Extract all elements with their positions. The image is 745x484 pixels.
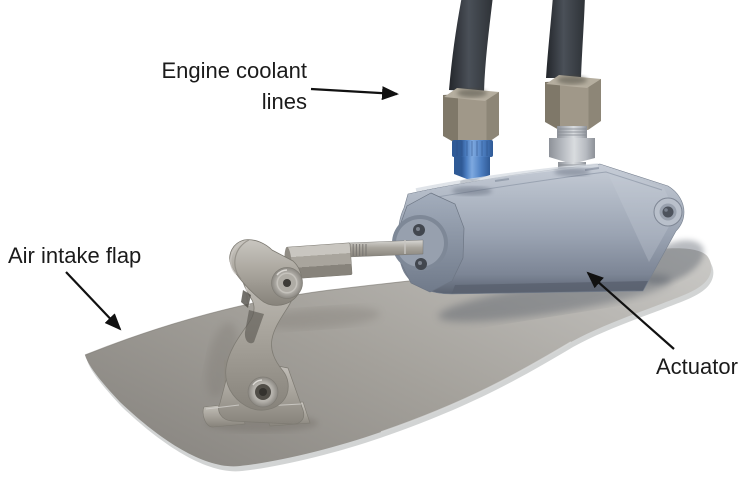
engine-coolant-lines-label: Engine coolant lines bbox=[137, 55, 307, 117]
clevis-pivot-washer bbox=[271, 267, 303, 299]
coolant-hose-left bbox=[449, 0, 493, 92]
arm-cutout bbox=[244, 310, 264, 344]
hex-fitting-right bbox=[545, 79, 601, 130]
actuator-end-face bbox=[392, 192, 465, 293]
rod-end-clevis bbox=[229, 239, 303, 308]
actuator-body bbox=[392, 163, 685, 295]
coolant-hose-right bbox=[546, 0, 585, 78]
engine-coolant-hoses bbox=[449, 0, 585, 92]
hex-fitting-left bbox=[443, 92, 499, 144]
piston-rod bbox=[347, 239, 424, 258]
clevis-slot bbox=[241, 290, 251, 308]
annotation-arrows bbox=[65, 86, 675, 350]
actuator-pivot-boss bbox=[653, 197, 683, 227]
coolant-fittings bbox=[443, 75, 601, 185]
flap-arrow bbox=[65, 271, 122, 331]
bracket-pivot-washer bbox=[247, 376, 279, 408]
air-intake-flap-label: Air intake flap bbox=[8, 243, 142, 268]
actuator-arrow bbox=[586, 271, 675, 350]
flap-near-edge-highlight bbox=[380, 341, 572, 433]
coolant-arrow bbox=[310, 86, 399, 101]
engine-coolant-label-line2: lines bbox=[261, 89, 307, 114]
engine-coolant-label-line1: Engine coolant bbox=[161, 58, 307, 83]
actuator-label: Actuator bbox=[656, 354, 738, 379]
